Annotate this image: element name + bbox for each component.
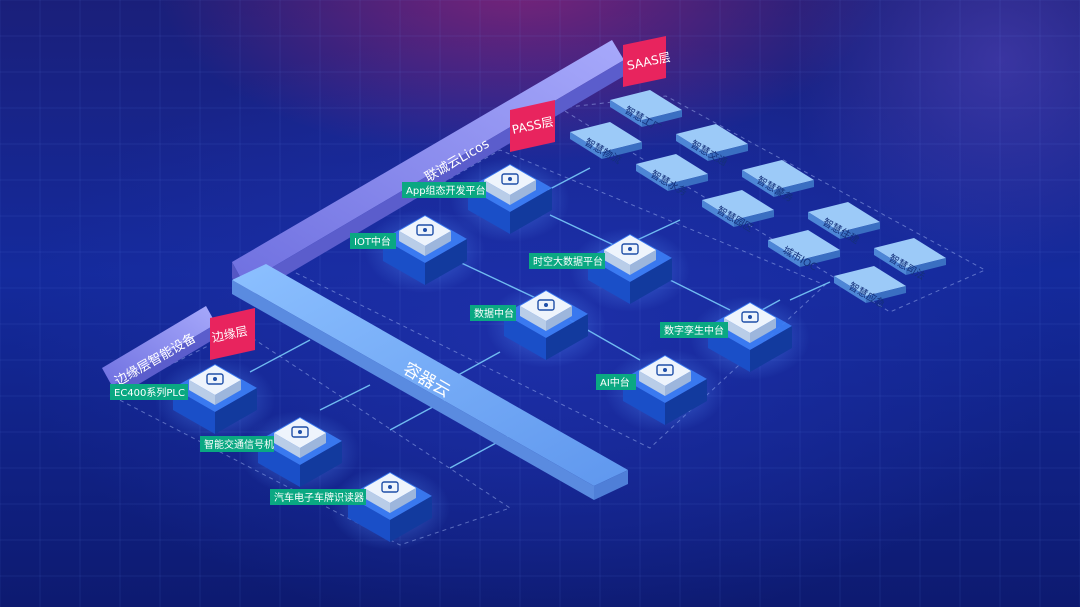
module-tag: App组态开发平台 xyxy=(402,182,486,198)
module-tag-label: 数据中台 xyxy=(474,307,514,320)
spatiotemporal-data-icon xyxy=(621,243,639,255)
module-tag: IOT中台 xyxy=(350,233,396,249)
pass-platform-cube[interactable]: App组态开发平台 xyxy=(402,158,570,242)
module-tag-label: AI中台 xyxy=(600,376,630,389)
module-tag-label: 时空大数据平台 xyxy=(533,255,603,268)
pass-platform-cube[interactable]: IOT中台 xyxy=(350,209,485,293)
app-builder-icon xyxy=(501,173,519,185)
module-tag: 汽车电子车牌识读器 xyxy=(270,489,366,505)
saas-tile[interactable]: 智慧水务 xyxy=(636,154,708,199)
edge-badge: 边缘层 xyxy=(210,308,255,360)
saas-tile[interactable]: 智慧工厂 xyxy=(610,90,682,135)
pass-platform-cube[interactable]: AI中台 xyxy=(596,349,725,433)
saas-tile[interactable]: 智慧园区 xyxy=(702,190,774,235)
pass-platform-cube[interactable]: 数据中台 xyxy=(470,284,606,368)
module-tag: 智能交通信号机 xyxy=(200,436,274,452)
pass-platform-cube[interactable]: 数字孪生中台 xyxy=(660,296,810,380)
module-tag-label: IOT中台 xyxy=(354,235,391,248)
pass-platform-cube[interactable]: 时空大数据平台 xyxy=(529,228,690,312)
saas-tile[interactable]: 智慧物流 xyxy=(570,122,642,167)
module-tag-label: 汽车电子车牌识读器 xyxy=(274,491,364,504)
module-tag-label: 数字孪生中台 xyxy=(664,324,724,337)
module-tag: 数据中台 xyxy=(470,305,516,321)
saas-badge: SAAS层 xyxy=(623,36,672,87)
module-tag: EC400系列PLC xyxy=(110,384,188,400)
module-tag-label: EC400系列PLC xyxy=(114,386,185,399)
iot-icon xyxy=(416,224,434,236)
ai-icon xyxy=(656,364,674,376)
module-tag: AI中台 xyxy=(596,374,636,390)
data-hub-icon xyxy=(537,299,555,311)
plate-reader-icon xyxy=(381,481,399,493)
saas-tile[interactable]: 城市IOC xyxy=(768,230,840,274)
saas-tile[interactable]: 智慧警务 xyxy=(742,160,814,205)
signal-controller-icon xyxy=(291,426,309,438)
pass-badge: PASS层 xyxy=(510,100,555,152)
plc-icon xyxy=(206,373,224,385)
module-tag: 时空大数据平台 xyxy=(529,253,605,269)
saas-tile[interactable]: 智慧应急 xyxy=(834,266,906,311)
digital-twin-icon xyxy=(741,311,759,323)
edge-region-outline xyxy=(108,329,512,546)
edge-device-cube[interactable]: EC400系列PLC xyxy=(110,358,275,442)
module-tag-label: App组态开发平台 xyxy=(406,184,486,197)
module-tag: 数字孪生中台 xyxy=(660,322,728,338)
edge-device-cube[interactable]: 智能交通信号机 xyxy=(200,411,360,495)
module-tag-label: 智能交通信号机 xyxy=(204,438,274,451)
edge-device-cube[interactable]: 汽车电子车牌识读器 xyxy=(270,466,450,550)
